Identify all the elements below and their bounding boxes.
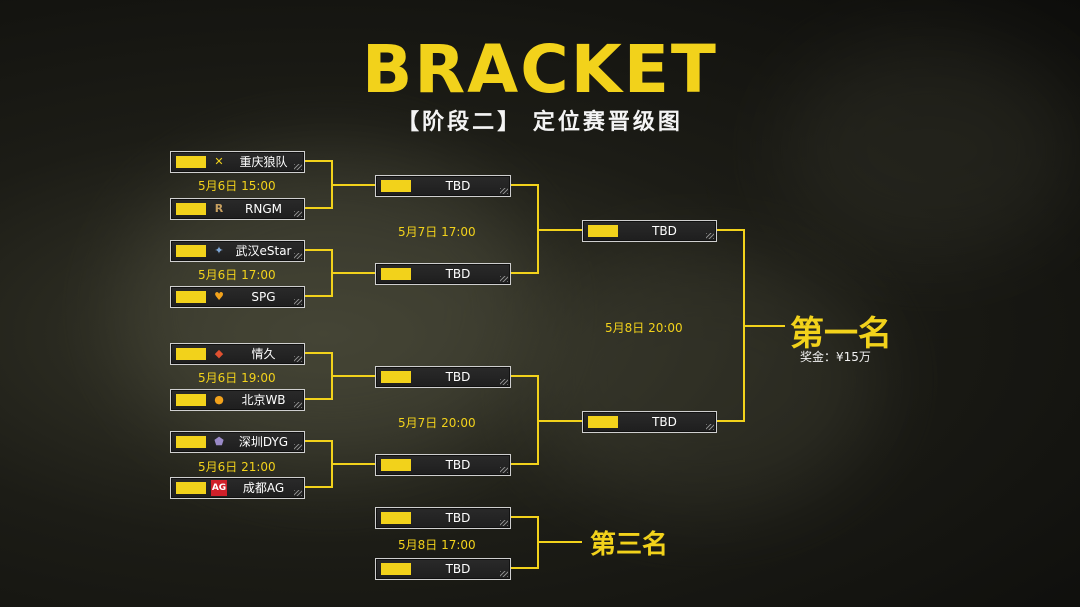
match-date: 5月8日 20:00	[605, 321, 683, 335]
corner-decoration	[500, 188, 508, 194]
team-name: RNGM	[245, 202, 282, 216]
rng-logo-icon: R	[214, 202, 224, 215]
team-name: SPG	[251, 290, 276, 304]
final-slot: TBD	[582, 220, 717, 242]
corner-decoration	[706, 424, 714, 430]
team-color-swatch	[176, 436, 206, 448]
match-date: 5月7日 20:00	[398, 416, 476, 430]
estar-logo-icon: ✦	[214, 244, 224, 257]
corner-decoration	[500, 571, 508, 577]
slot-label: TBD	[445, 267, 471, 281]
match-date: 5月6日 17:00	[198, 268, 276, 282]
corner-decoration	[294, 490, 302, 496]
final-slot: TBD	[582, 411, 717, 433]
slot-label: TBD	[445, 179, 471, 193]
match-date: 5月6日 15:00	[198, 179, 276, 193]
corner-decoration	[294, 299, 302, 305]
team-slot-wb: ● 北京WB	[170, 389, 305, 411]
team-slot-spg: ♥ SPG	[170, 286, 305, 308]
team-color-swatch	[381, 459, 411, 471]
third-place-slot: TBD	[375, 558, 511, 580]
qingjiu-logo-icon: ◆	[214, 347, 224, 360]
slot-label: TBD	[652, 224, 677, 238]
round2-slot: TBD	[375, 175, 511, 197]
team-name: 北京WB	[241, 393, 286, 407]
team-name: 深圳DYG	[238, 435, 289, 449]
team-color-swatch	[176, 291, 206, 303]
dyg-logo-icon: ⬟	[214, 435, 224, 448]
ag-logo-icon: AG	[211, 480, 227, 496]
team-slot-qingjiu: ◆ 情久	[170, 343, 305, 365]
team-name: 武汉eStar	[235, 244, 292, 258]
team-color-swatch	[588, 416, 618, 428]
match-date: 5月8日 17:00	[398, 538, 476, 552]
team-color-swatch	[381, 180, 411, 192]
match-date: 5月6日 19:00	[198, 371, 276, 385]
corner-decoration	[500, 276, 508, 282]
team-color-swatch	[381, 371, 411, 383]
team-color-swatch	[176, 482, 206, 494]
corner-decoration	[294, 253, 302, 259]
match-date: 5月6日 21:00	[198, 460, 276, 474]
team-color-swatch	[176, 156, 206, 168]
corner-decoration	[294, 211, 302, 217]
team-slot-wolves: ✕ 重庆狼队	[170, 151, 305, 173]
team-name: 重庆狼队	[239, 155, 288, 169]
team-name: 成都AG	[242, 481, 285, 495]
team-color-swatch	[176, 245, 206, 257]
smoke-decoration	[780, 40, 1080, 260]
team-name: 情久	[251, 347, 276, 361]
third-place-slot: TBD	[375, 507, 511, 529]
slot-label: TBD	[445, 370, 471, 384]
corner-decoration	[294, 164, 302, 170]
corner-decoration	[500, 379, 508, 385]
corner-decoration	[294, 356, 302, 362]
round2-slot: TBD	[375, 366, 511, 388]
team-slot-ag: AG 成都AG	[170, 477, 305, 499]
team-color-swatch	[381, 563, 411, 575]
first-place-label: 第一名	[790, 314, 892, 354]
corner-decoration	[294, 444, 302, 450]
corner-decoration	[500, 467, 508, 473]
slot-label: TBD	[652, 415, 677, 429]
prize-amount: 奖金：¥15万	[800, 350, 871, 364]
page-subtitle: 【阶段二】 定位赛晋级图	[397, 110, 683, 135]
team-color-swatch	[381, 512, 411, 524]
slot-label: TBD	[445, 562, 471, 576]
page-title: BRACKET	[362, 31, 718, 108]
team-slot-estar: ✦ 武汉eStar	[170, 240, 305, 262]
team-color-swatch	[176, 348, 206, 360]
third-place-label: 第三名	[590, 530, 669, 560]
match-date: 5月7日 17:00	[398, 225, 476, 239]
corner-decoration	[706, 233, 714, 239]
corner-decoration	[500, 520, 508, 526]
team-color-swatch	[588, 225, 618, 237]
slot-label: TBD	[445, 458, 471, 472]
wb-logo-icon: ●	[214, 393, 224, 406]
round2-slot: TBD	[375, 263, 511, 285]
team-color-swatch	[381, 268, 411, 280]
team-slot-dyg: ⬟ 深圳DYG	[170, 431, 305, 453]
smoke-decoration	[520, 250, 880, 510]
round2-slot: TBD	[375, 454, 511, 476]
slot-label: TBD	[445, 511, 471, 525]
wolves-logo-icon: ✕	[214, 155, 224, 168]
corner-decoration	[294, 402, 302, 408]
team-color-swatch	[176, 394, 206, 406]
team-slot-rngm: R RNGM	[170, 198, 305, 220]
spg-logo-icon: ♥	[214, 290, 224, 303]
team-color-swatch	[176, 203, 206, 215]
